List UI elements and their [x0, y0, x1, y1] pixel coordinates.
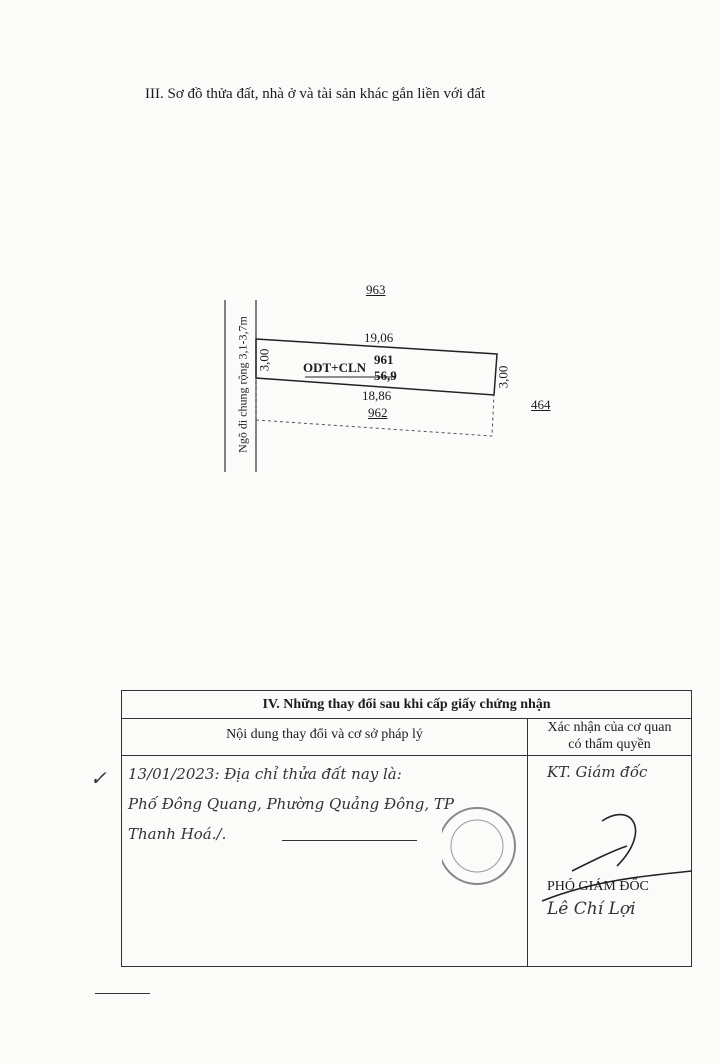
signature-and-stamp	[442, 807, 692, 902]
stamp-icon	[442, 807, 516, 885]
parcel-diagram	[224, 300, 498, 472]
entry-line-3: Thanh Hoá./.	[128, 825, 227, 843]
parcel-area: 56,9	[374, 368, 397, 383]
col-confirm-header-1: Xác nhận của cơ quan	[547, 720, 672, 735]
left-width: 3,00	[256, 348, 272, 372]
changes-table: IV. Những thay đổi sau khi cấp giấy chứn…	[121, 690, 692, 967]
end-line	[282, 840, 417, 841]
section-3-title: III. Sơ đồ thửa đất, nhà ở và tài sản kh…	[145, 86, 486, 102]
top-length: 19,06	[364, 330, 394, 345]
entry-line-2: Phố Đông Quang, Phường Quảng Đông, TP	[128, 795, 455, 813]
footer-line	[95, 993, 150, 994]
entry-line-1: 13/01/2023: Địa chỉ thửa đất nay là:	[128, 765, 402, 783]
table-header-row: Nội dung thay đổi và cơ sở pháp lý Xác n…	[122, 718, 691, 756]
col-confirm-header-2: có thẩm quyền	[568, 737, 651, 752]
road-label: Ngõ đi chung rộng 3,1-3,7m	[235, 316, 250, 453]
neighbor-parcel-boundary	[255, 378, 495, 437]
neighbor-464: 464	[531, 397, 551, 412]
col-content-header: Nội dung thay đổi và cơ sở pháp lý	[226, 727, 423, 742]
neighbor-962: 962	[368, 405, 388, 420]
land-use: ODT+CLN	[303, 360, 367, 375]
section-4-title: IV. Những thay đổi sau khi cấp giấy chứn…	[122, 691, 691, 719]
signer-name: Lê Chí Lợi	[547, 899, 636, 919]
column-divider	[527, 718, 528, 966]
check-mark-icon: ✓	[90, 766, 107, 790]
parcel-number: 961	[374, 352, 394, 367]
signer-title: PHÓ GIÁM ĐỐC	[547, 879, 649, 894]
bottom-length: 18,86	[362, 388, 392, 403]
right-width: 3,00	[495, 365, 511, 389]
signer-prefix: KT. Giám đốc	[547, 763, 648, 781]
signature-icon	[541, 813, 692, 902]
neighbor-963: 963	[366, 282, 386, 297]
